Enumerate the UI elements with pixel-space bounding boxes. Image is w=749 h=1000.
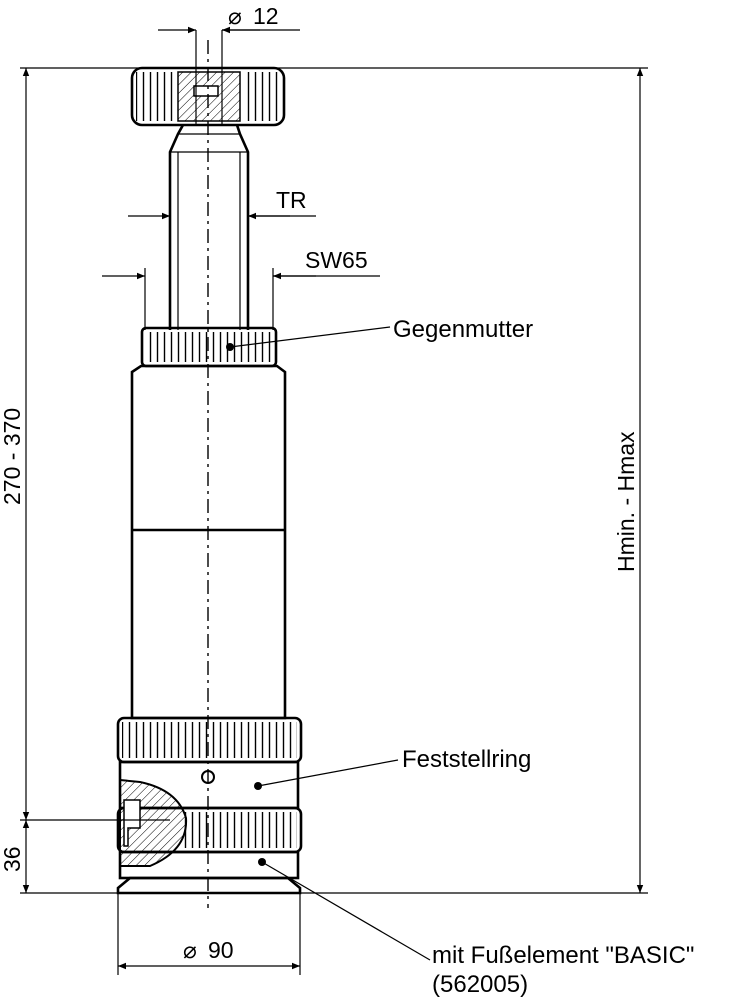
lower-ring: [116, 806, 303, 880]
label-lock-nut: Gegenmutter: [393, 316, 533, 343]
dim-overall-height: 270 - 370: [0, 408, 25, 505]
top-knob: [130, 30, 286, 127]
foot-element: [116, 876, 302, 895]
dim-top-diameter: 12: [253, 3, 279, 29]
diameter-symbol-top: ⌀: [228, 3, 242, 29]
label-foot-element: mit Fußelement "BASIC": [432, 942, 694, 969]
dim-adjust-range: Hmin. - Hmax: [613, 431, 639, 572]
dimension-lines: [20, 26, 648, 975]
diameter-symbol-base: ⌀: [183, 937, 197, 963]
callout-leaders: [229, 326, 431, 961]
lock-nut: [140, 326, 278, 368]
label-foot-element-number: (562005): [432, 971, 528, 998]
dim-foot-height: 36: [0, 846, 25, 872]
dim-thread: TR: [276, 187, 307, 213]
dim-base-diameter: 90: [208, 937, 234, 963]
locking-ring: [116, 716, 303, 810]
spindle: [168, 124, 250, 330]
leveling-screw-part: [116, 30, 303, 908]
label-locking-ring: Feststellring: [402, 746, 531, 773]
dim-wrench-size: SW65: [305, 247, 368, 273]
ball-joint-section: [119, 778, 188, 867]
